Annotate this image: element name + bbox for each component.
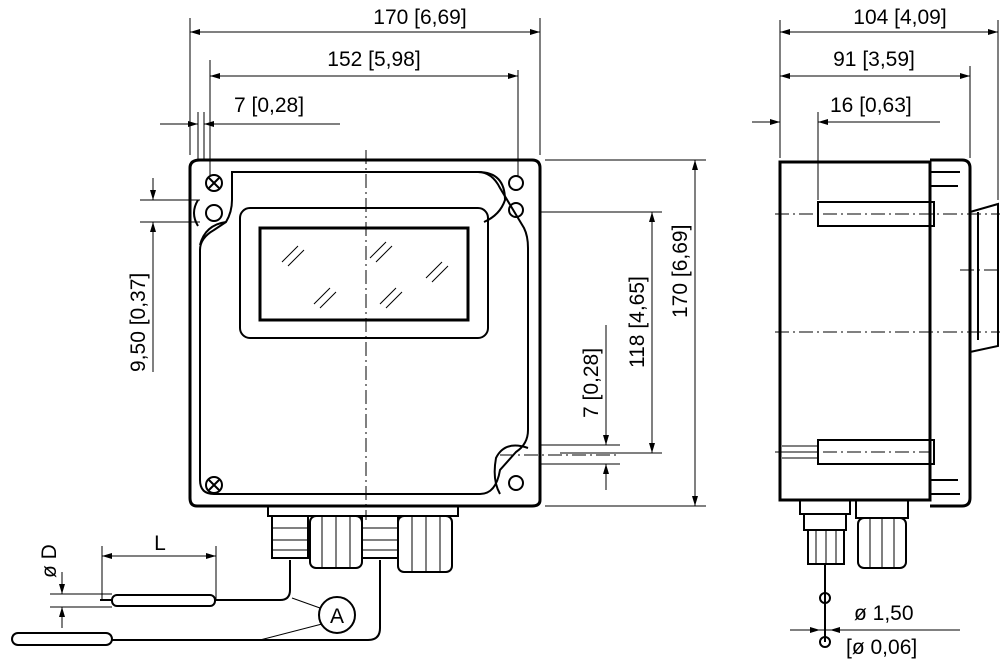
housing-outline	[188, 158, 542, 508]
dim-overall-height-label: 170 [6,69]	[669, 225, 692, 318]
dim-side-housing-depth-label: 91 [3,59]	[833, 48, 915, 71]
side-wire-end-lower	[819, 636, 831, 648]
callout-circle	[318, 596, 356, 634]
side-lid-flange	[930, 158, 972, 508]
dim-edge-offset-width: 7 [0,28]	[160, 94, 340, 160]
mounting-hole-bottom-right	[508, 475, 524, 491]
lid-outline	[199, 171, 529, 495]
corner-detail-top-left	[199, 221, 227, 246]
dim-probe-length-label: L	[154, 532, 166, 555]
dim-side-wire-diameter: ø 1,50 [ø 0,06]	[790, 602, 960, 659]
dim-slot-depth: 9,50 [0,37]	[127, 178, 200, 372]
dim-edge-offset-width-label: 7 [0,28]	[234, 94, 304, 117]
dim-side-wire-diameter-inch-label: [ø 0,06]	[846, 636, 917, 659]
display-window	[258, 226, 470, 322]
dim-side-lid-depth-label: 16 [0,63]	[830, 94, 912, 117]
side-housing	[778, 160, 932, 502]
mounting-hole-mid-right	[508, 202, 524, 218]
display-frame	[239, 207, 489, 339]
dim-overall-width: 170 [6,69]	[189, 6, 541, 155]
dim-side-housing-depth: 91 [3,59]	[780, 48, 971, 158]
side-flange-lines	[930, 171, 960, 495]
side-view: 104 [4,09] 91 [3,59] 16 [0,63] ø 1,50 [ø…	[752, 6, 1000, 659]
mounting-hole-mid-left	[205, 204, 223, 222]
slot-left	[193, 199, 199, 227]
screw-bottom-left	[205, 476, 223, 494]
dim-hole-spacing-width-label: 152 [5,98]	[327, 48, 420, 71]
probe-lower	[11, 632, 113, 646]
callout-leader-1	[291, 597, 321, 609]
dim-hole-spacing-height: 118 [4,65]	[540, 211, 662, 454]
dim-hole-spacing-width: 152 [5,98]	[209, 48, 519, 176]
dim-slot-offset-height-label: 7 [0,28]	[580, 348, 603, 418]
corner-detail-top-right	[477, 171, 507, 223]
probe-upper	[100, 594, 216, 607]
probe-cable-lower	[112, 560, 381, 641]
cable-glands	[267, 505, 459, 573]
dim-hole-spacing-height-label: 118 [4,65]	[626, 276, 649, 368]
dim-side-wire-diameter-label: ø 1,50	[854, 602, 914, 625]
mounting-hole-top-right	[508, 175, 524, 191]
dim-probe-diameter: ø D	[38, 544, 112, 628]
callout-leader-2	[259, 623, 323, 641]
glass-hatch	[281, 241, 449, 309]
screw-top-left	[205, 174, 223, 192]
dim-overall-width-label: 170 [6,69]	[373, 6, 466, 29]
probe-cable-upper	[215, 560, 291, 601]
dim-slot-depth-label: 9,50 [0,37]	[127, 273, 150, 372]
side-lid-cap	[969, 202, 999, 353]
dim-side-overall-depth: 104 [4,09]	[779, 6, 999, 200]
callout-label: A	[330, 605, 344, 628]
side-cable-glands	[799, 499, 909, 569]
dim-slot-offset-height: 7 [0,28]	[540, 325, 620, 490]
dim-probe-diameter-label: ø D	[38, 544, 61, 578]
dim-side-lid-depth: 16 [0,63]	[752, 94, 940, 200]
dim-overall-height: 170 [6,69]	[545, 159, 706, 507]
corner-detail-bottom-right	[493, 444, 529, 495]
dim-side-overall-depth-label: 104 [4,09]	[853, 6, 946, 29]
side-wire-end-upper	[819, 592, 831, 604]
front-view: A 170 [6,69] 152 [5,98] 7 [0,28]	[11, 6, 706, 646]
dim-probe-length: L	[101, 532, 217, 600]
